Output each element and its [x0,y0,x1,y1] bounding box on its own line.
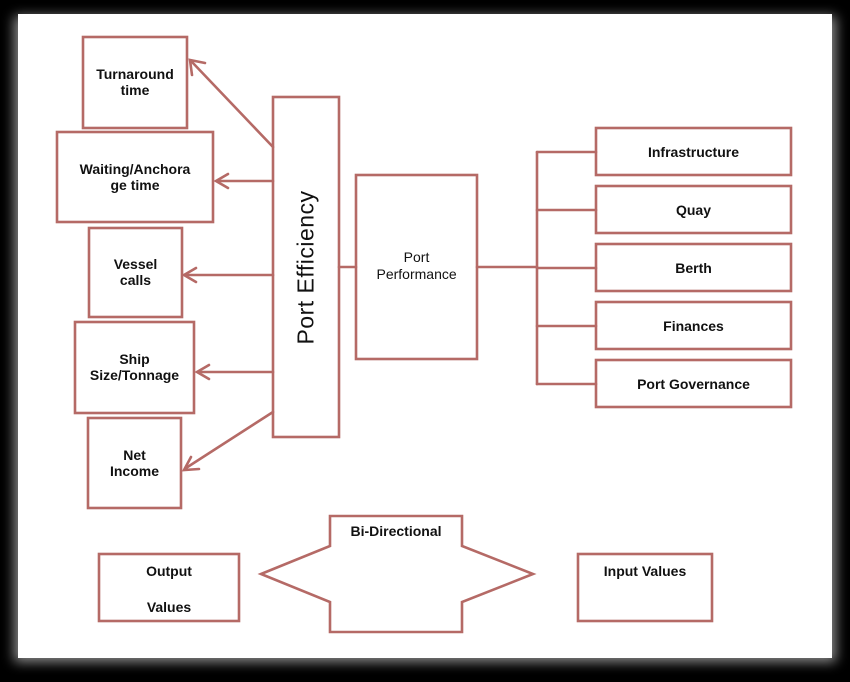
output-label-net-income: Net Income [109,447,159,479]
input-label-infrastructure: Infrastructure [647,143,740,160]
input-label-berth: Berth [675,259,712,276]
legend-input-label: Input Values [603,563,687,579]
legend-bidirectional-label: Bi-Directional [350,523,442,539]
input-label-quay: Quay [675,201,711,218]
output-label-turnaround: Turnaround time [96,66,174,98]
port-performance-text: Port Performance [376,249,457,282]
port-performance-label: Port Performance [356,245,477,287]
output-box-waiting [55,130,215,224]
output-box-ship-size [73,320,196,415]
output-box-turnaround [81,35,189,130]
legend-output-sub: Values [146,599,192,615]
legend-output-box [97,552,241,623]
output-label-waiting: Waiting/Anchora ge time [79,161,191,193]
input-label-port-governance: Port Governance [637,375,750,392]
legend-output-title: Output [146,563,192,579]
legend-input-box [576,552,714,623]
output-box-net-income [86,416,183,510]
output-label-ship-size: Ship Size/Tonnage [89,351,180,383]
arrow-turnaround [190,60,275,149]
input-label-finances: Finances [663,317,724,334]
diagram-background [18,14,832,658]
bidirectional-arrow [257,514,537,634]
output-label-vessel-calls: Vessel calls [113,256,158,288]
port-efficiency-label: Port Efficiency [292,189,319,345]
arrow-net-income [184,410,275,470]
output-box-vessel-calls [87,226,184,319]
